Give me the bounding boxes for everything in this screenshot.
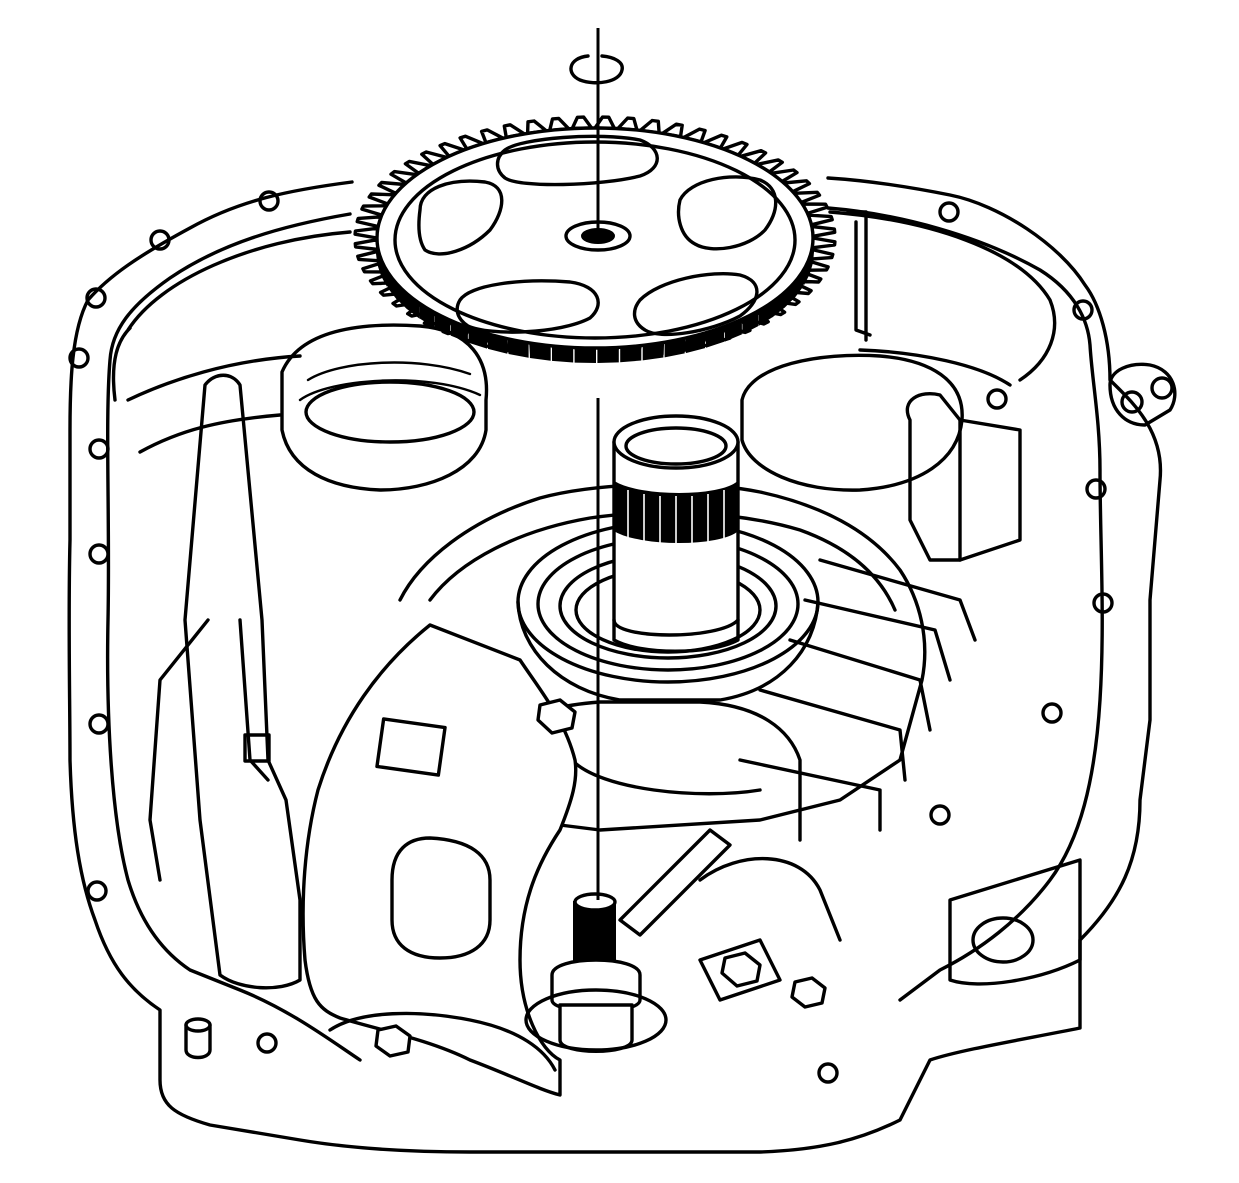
connector <box>243 733 271 763</box>
bolt-hole <box>1041 702 1063 724</box>
case-inner-flange-right <box>826 206 1104 1002</box>
bolt-hole <box>88 543 110 565</box>
left-bore-lower <box>126 354 302 454</box>
pin-seat <box>524 988 668 1052</box>
hex-bolt-icon <box>536 698 577 735</box>
case-outer-flange <box>67 176 1163 1154</box>
bolt-hole <box>929 804 951 826</box>
left-cup-rim <box>304 380 476 444</box>
lower-right-pocket <box>948 858 1082 986</box>
center-plate <box>398 482 927 832</box>
gear-teeth-shadow <box>376 228 814 364</box>
hex-bolt-icon <box>790 976 827 1009</box>
bolt-hole <box>258 190 280 212</box>
right-lug <box>1108 362 1177 427</box>
right-cup <box>740 353 964 492</box>
case-bolt-holes <box>68 190 1114 1084</box>
gear-opening <box>455 279 600 334</box>
snap-ring-icon <box>569 54 624 85</box>
hex-bolt-icon <box>374 1024 412 1058</box>
gear-opening <box>495 134 659 187</box>
right-bore-inner <box>858 348 1012 387</box>
lower-brace <box>618 828 732 937</box>
gear-hub-bore <box>581 228 615 244</box>
hex-bolt-icon <box>720 951 762 988</box>
bolt-hole <box>817 1062 839 1084</box>
bolt <box>374 698 827 1058</box>
retaining-ring <box>569 54 624 85</box>
bolt-hole <box>88 438 110 460</box>
drive-gear <box>353 115 837 364</box>
gear-opening <box>632 272 759 337</box>
cover-window <box>375 717 447 777</box>
bolt-hole <box>86 880 108 902</box>
drain-plug <box>971 916 1035 964</box>
bolt-hole <box>149 229 171 251</box>
pin-knurled-tip <box>573 901 616 969</box>
gear-inner-rim <box>393 140 797 340</box>
right-ribs <box>738 558 977 832</box>
hollow-shaft <box>612 414 740 653</box>
bolt-hole <box>1085 478 1107 500</box>
depth-indicator <box>846 210 872 342</box>
gear-opening <box>676 175 778 251</box>
bolt-hole <box>68 347 90 369</box>
shaft-top-rim <box>612 414 740 470</box>
bolt-hole <box>1072 299 1094 321</box>
bolt-hole <box>938 201 960 223</box>
bolt-hole <box>986 388 1008 410</box>
transmission-case <box>67 176 1177 1154</box>
shaft-spline-lines <box>627 490 725 544</box>
left-bore <box>111 230 352 402</box>
alignment-pin <box>524 892 668 1053</box>
bolt-hole <box>88 713 110 735</box>
bolt-hole <box>1092 592 1114 614</box>
dowel-pin <box>184 1023 212 1060</box>
shaft-bore <box>624 426 728 466</box>
front-cover-plate <box>301 623 578 1097</box>
bolt-hole <box>256 1032 278 1054</box>
cover-slot <box>390 836 492 960</box>
right-bore <box>828 210 1057 382</box>
bolt-hole <box>85 287 107 309</box>
gear-opening <box>417 179 504 256</box>
left-cup-outer <box>280 323 489 492</box>
pin-base <box>558 1003 634 1053</box>
case-inner-flange <box>105 212 362 1062</box>
left-block <box>183 373 302 990</box>
